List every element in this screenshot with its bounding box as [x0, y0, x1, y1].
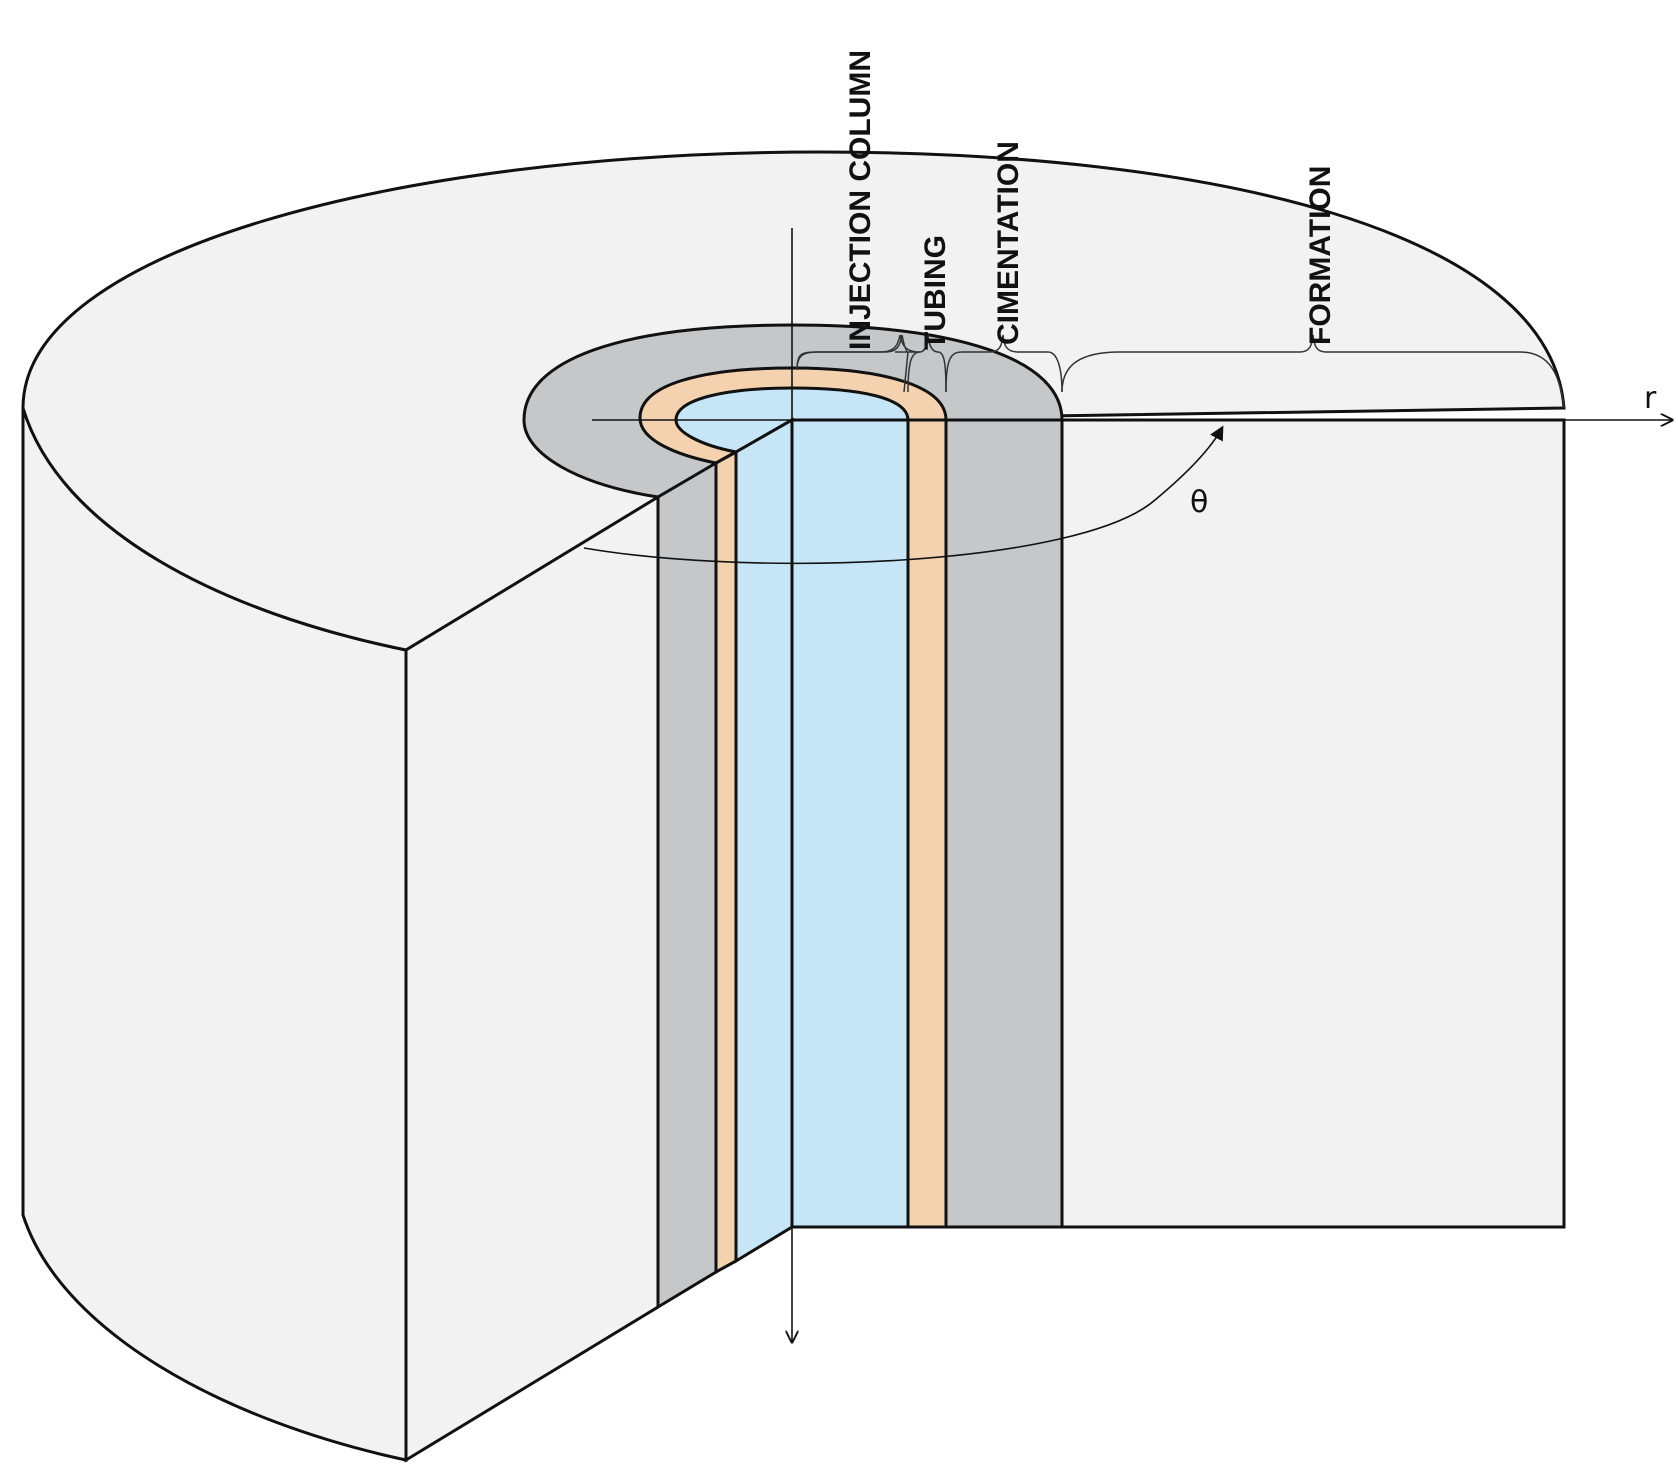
cimentation-band-left — [656, 460, 718, 1310]
tubing-band-right — [906, 418, 948, 1229]
brace-cimentation — [945, 334, 1063, 393]
injection-column-face-right — [790, 418, 910, 1229]
brace-injection-column-2 — [796, 334, 909, 393]
label-tubing: TUBING — [919, 235, 952, 350]
theta-arc — [583, 425, 1224, 565]
brace-injection-column — [796, 334, 921, 371]
brace-tubing — [907, 334, 947, 393]
formation-cut-face-right — [1060, 418, 1566, 1229]
injection-column-face-left — [734, 417, 794, 1264]
formation-cut-face-left — [404, 494, 660, 1463]
tubing-band-left — [714, 449, 738, 1275]
theta-label: θ — [1190, 485, 1208, 520]
r-axis-label: r — [1644, 381, 1657, 416]
label-cimentation: CIMENTATION — [992, 141, 1025, 345]
cimentation-band-right — [944, 418, 1064, 1229]
label-injection-column: INJECTION COLUMN — [844, 50, 877, 350]
label-formation: FORMATION — [1304, 166, 1337, 345]
brace-formation — [1061, 334, 1565, 409]
